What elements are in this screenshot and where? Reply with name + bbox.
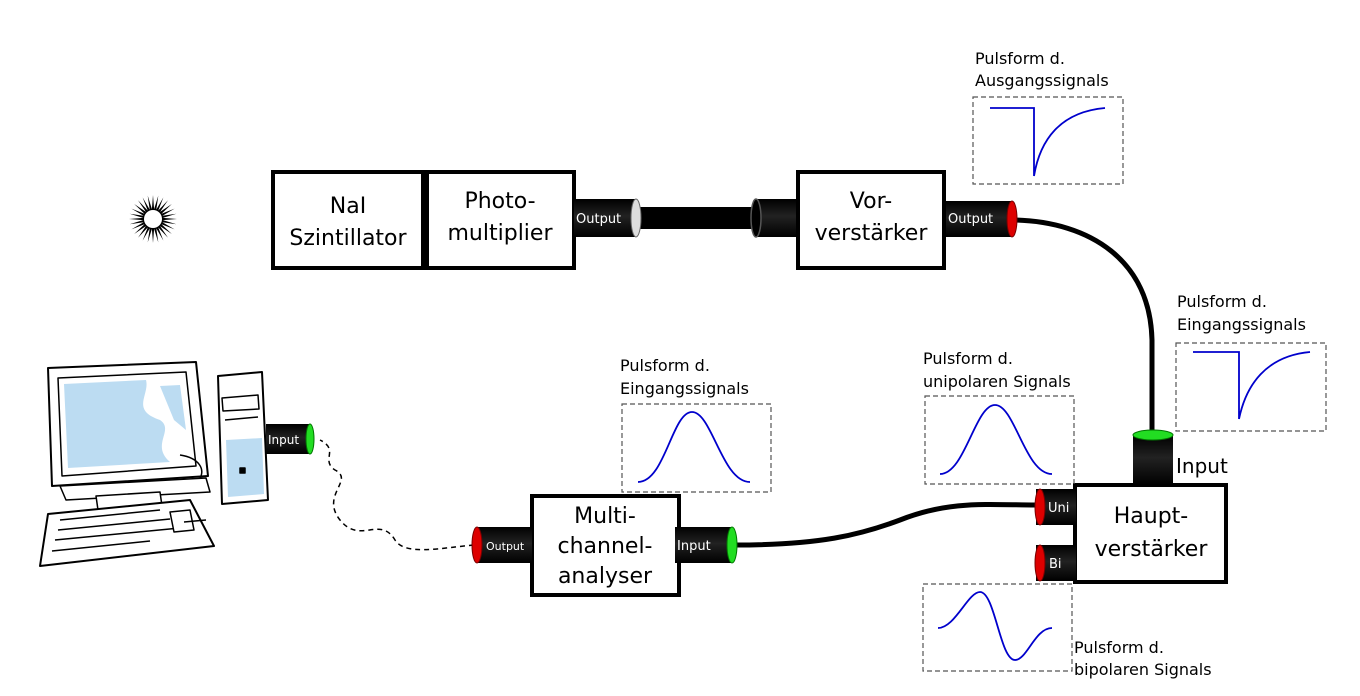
preamp-label-line1: Vor- — [850, 189, 892, 214]
mainamp-bi-connector[interactable]: Bi — [1034, 544, 1076, 582]
mainamp-bi-label: Bi — [1049, 557, 1062, 572]
pc-input-label: Input — [268, 433, 299, 447]
photomultiplier-label-line1: Photo- — [464, 189, 535, 214]
mainamp-label-line1: Haupt- — [1114, 504, 1189, 529]
pulse-box-mca-input: Pulsform d. Eingangssignals — [620, 356, 772, 493]
cable-preamp-to-mainamp — [1014, 217, 1155, 435]
scintillator-label-line1: NaI — [330, 194, 366, 219]
radiation-source-icon — [129, 195, 177, 243]
caption-unipolar-line2: unipolaren Signals — [923, 372, 1071, 391]
photomultiplier-block: Photo- multiplier — [425, 170, 576, 270]
pulse-box-bipolar: Pulsform d. bipolaren Signals — [922, 583, 1212, 679]
caption-mca-in-line2: Eingangssignals — [620, 379, 749, 398]
pm-output-connector[interactable]: Output — [574, 198, 642, 238]
pulse-box-preamp-output: Pulsform d. Ausgangssignals — [972, 49, 1124, 185]
mainamp-uni-connector[interactable]: Uni — [1034, 488, 1076, 526]
pc-input-connector[interactable]: Input — [266, 423, 315, 455]
mca-output-label: Output — [486, 540, 525, 553]
preamp-output-connector[interactable]: Output — [946, 200, 1018, 238]
preamp-input-connector[interactable] — [750, 198, 798, 238]
pulse-box-mainamp-input: Pulsform d. Eingangssignals — [1175, 292, 1327, 432]
cable-mainamp-to-mca — [734, 501, 1036, 548]
caption-bipolar-line1: Pulsform d. — [1074, 638, 1164, 657]
main-amplifier-block: Haupt- verstärker — [1073, 483, 1228, 584]
pm-output-label: Output — [576, 212, 621, 227]
mca-input-label: Input — [677, 539, 711, 554]
preamp-output-label: Output — [948, 212, 993, 227]
caption-mainamp-in-line1: Pulsform d. — [1177, 292, 1267, 311]
mca-label-line3: analyser — [558, 564, 653, 589]
photomultiplier-label-line2: multiplier — [448, 221, 554, 246]
scintillator-label-line2: Szintillator — [289, 226, 407, 251]
mca-input-connector[interactable]: Input — [675, 526, 738, 564]
caption-preamp-out-line2: Ausgangssignals — [975, 71, 1109, 90]
caption-mca-in-line1: Pulsform d. — [620, 356, 710, 375]
mainamp-input-label: Input — [1176, 454, 1228, 478]
mainamp-uni-label: Uni — [1048, 501, 1069, 516]
mca-block: Multi- channel- analyser — [530, 494, 681, 597]
pulse-box-unipolar: Pulsform d. unipolaren Signals — [923, 349, 1075, 485]
caption-mainamp-in-line2: Eingangssignals — [1177, 315, 1306, 334]
mca-label-line2: channel- — [558, 534, 653, 559]
cable-mca-to-pc — [319, 439, 475, 551]
caption-unipolar-line1: Pulsform d. — [923, 349, 1013, 368]
mainamp-label-line2: verstärker — [1095, 537, 1209, 562]
computer-icon — [39, 361, 269, 567]
preamplifier-block: Vor- verstärker — [796, 170, 946, 270]
preamp-label-line2: verstärker — [815, 221, 929, 246]
caption-bipolar-line2: bipolaren Signals — [1074, 660, 1212, 679]
caption-preamp-out-line1: Pulsform d. — [975, 49, 1065, 68]
mca-output-connector[interactable]: Output — [471, 526, 532, 564]
scintillator-block: NaI Szintillator — [271, 170, 425, 270]
mca-label-line1: Multi- — [574, 504, 636, 529]
mainamp-input-connector[interactable]: Input — [1132, 429, 1228, 485]
